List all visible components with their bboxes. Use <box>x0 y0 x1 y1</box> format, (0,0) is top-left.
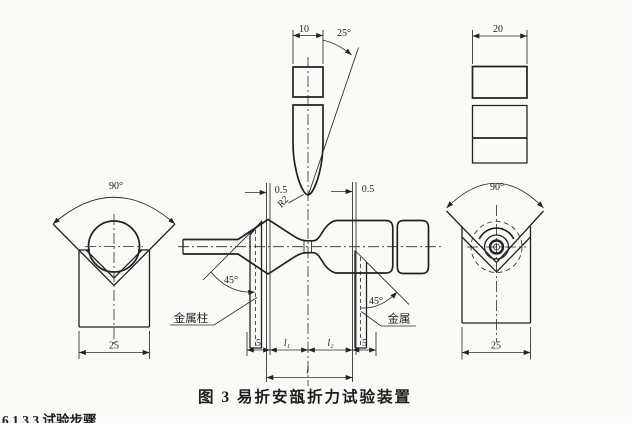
dim-right-support-angle: 45° <box>369 296 383 307</box>
dim-right-offset: 0.5 <box>362 184 375 195</box>
plate-width-extension-lines <box>472 30 528 64</box>
punch-blade-view: 10 25° R2 <box>275 24 359 386</box>
ampoule-bottom-profile <box>183 251 386 276</box>
dim-left-block-width: 25 <box>109 341 119 352</box>
left-offset-lines <box>266 183 271 382</box>
dim-left-support-angle: 45° <box>224 275 238 286</box>
constriction-ring-marks <box>303 240 312 253</box>
right-support-angle-arc <box>360 291 398 309</box>
dim-right-span: l₂ <box>327 338 334 349</box>
section-heading: 6.1.3.3 试验步骤 <box>2 412 97 423</box>
assembly-view: 45° 45° 0.5 0.5 金属柱 金属 5 l₁ l₂ <box>170 182 444 382</box>
left-block-outline <box>78 249 151 328</box>
dim-left-offset: 0.5 <box>275 185 288 196</box>
left-vblock-view: 90° 25 <box>52 181 176 359</box>
left-support-leader <box>170 297 258 326</box>
right-block-centerlines <box>467 205 526 342</box>
right-support-label: 金属 <box>388 312 411 326</box>
ampoule-body-right-cap <box>385 219 394 274</box>
tip-radius-leader <box>288 194 304 204</box>
right-groove-angle-arc <box>446 182 544 209</box>
left-support-label: 金属柱 <box>174 311 209 325</box>
dim-left-groove-angle: 90° <box>109 181 123 192</box>
dim-right-block-width: 25 <box>491 341 501 352</box>
dim-blade-width: 10 <box>299 24 309 35</box>
blade-shank-outline <box>292 66 324 98</box>
right-vblock-view: 90° 25 <box>446 182 544 360</box>
dim-tip-radius: R2 <box>275 194 291 210</box>
dim-total-span: l <box>306 366 309 377</box>
left-groove-angle-arc <box>52 196 176 225</box>
left-support-angle-arc <box>210 271 256 296</box>
dim-right-groove-angle: 90° <box>490 182 504 193</box>
lower-plate-outline <box>471 104 528 164</box>
jaw-plate-view: 20 <box>471 24 528 164</box>
dim-left-span: l₁ <box>284 338 290 349</box>
dim-left-support-width: 5 <box>256 338 261 349</box>
dim-taper-angle: 25° <box>337 28 351 39</box>
ampoule-top-profile <box>183 218 386 242</box>
taper-angle-leg <box>307 47 359 197</box>
left-block-centerlines <box>85 214 143 346</box>
right-support-bevel-leg <box>354 250 410 305</box>
upper-plate-outline <box>471 65 528 99</box>
right-support-leader <box>360 311 416 327</box>
right-vgroove-outer <box>446 210 544 264</box>
ampoule-base-segment <box>396 219 430 275</box>
figure-caption: 图 3 易折安瓿折力试验装置 <box>198 387 412 406</box>
dim-right-support-width: 5 <box>362 338 367 349</box>
dim-plate-width: 20 <box>493 24 503 35</box>
taper-angle-arc <box>322 39 352 56</box>
